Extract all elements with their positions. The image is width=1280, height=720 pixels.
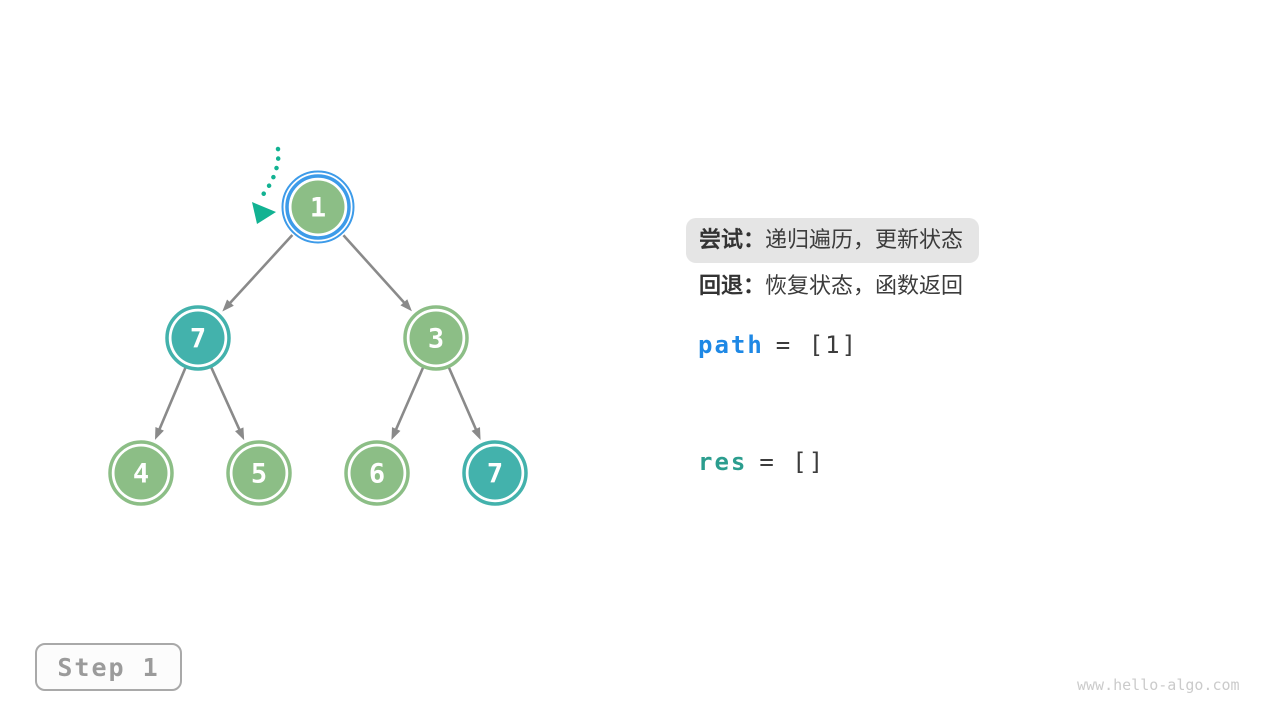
node-value-label: 6	[369, 459, 385, 490]
tree-edge	[393, 360, 428, 435]
try-text: 递归遍历，更新状态	[765, 227, 964, 252]
tree-edge	[226, 234, 294, 308]
path-variable-value: = [1]	[775, 331, 859, 359]
node-circle	[350, 446, 404, 500]
res-variable-value: = []	[759, 448, 826, 476]
tree-node-3: 3	[403, 305, 469, 371]
step-badge: Step 1	[35, 643, 182, 691]
tree-node-1: 1	[281, 170, 355, 244]
current-node-pointer-arrow	[252, 146, 281, 224]
try-callout: 尝试：递归遍历，更新状态	[686, 218, 980, 263]
node-circle	[171, 311, 225, 365]
try-label: 尝试：	[699, 227, 766, 252]
tree-edge-arrowhead	[235, 427, 245, 441]
tree-edge	[156, 360, 190, 434]
path-variable-name: path	[698, 331, 764, 359]
path-variable-line: path = [1]	[698, 331, 858, 359]
tree-edge-arrowhead	[391, 427, 401, 441]
tree-node-5: 5	[226, 440, 292, 506]
tree-edge	[444, 360, 479, 435]
node-value-label: 3	[428, 324, 444, 355]
backtrack-label: 回退：	[699, 273, 766, 298]
node-circle	[114, 446, 168, 500]
tree-node-4: 4	[108, 440, 174, 506]
pointer-arrowhead-icon	[252, 202, 276, 224]
backtrack-line: 回退：恢复状态，函数返回	[699, 273, 963, 299]
node-value-label: 4	[133, 459, 149, 490]
tree-node-7: 7	[165, 305, 231, 371]
node-value-label: 7	[190, 324, 206, 355]
node-circle	[232, 446, 286, 500]
tree-edge-arrowhead	[222, 299, 234, 312]
tree-edge	[342, 234, 409, 307]
tree-edges	[155, 234, 481, 441]
backtrack-text: 恢复状态，函数返回	[765, 273, 964, 298]
node-circle	[468, 446, 522, 500]
node-value-label: 7	[487, 459, 503, 490]
tree-node-6: 6	[344, 440, 410, 506]
tree-edge-arrowhead	[471, 427, 481, 441]
binary-tree-diagram: 1 7 3 4 5 6 7	[108, 146, 528, 506]
node-value-label: 1	[310, 193, 326, 224]
tree-edge-arrowhead	[155, 426, 164, 440]
tree-edge-arrowhead	[400, 299, 412, 312]
tree-edge	[207, 360, 243, 435]
node-value-label: 5	[251, 459, 267, 490]
res-variable-name: res	[698, 448, 748, 476]
pointer-dotted-trail	[258, 146, 281, 200]
tree-node-7: 7	[462, 440, 528, 506]
node-circle	[291, 180, 345, 234]
current-node-outer-ring	[281, 170, 355, 244]
node-circle	[409, 311, 463, 365]
res-variable-line: res = []	[698, 448, 825, 476]
watermark-url: www.hello-algo.com	[1077, 676, 1240, 694]
tree-nodes: 1 7 3 4 5 6 7	[108, 170, 528, 506]
